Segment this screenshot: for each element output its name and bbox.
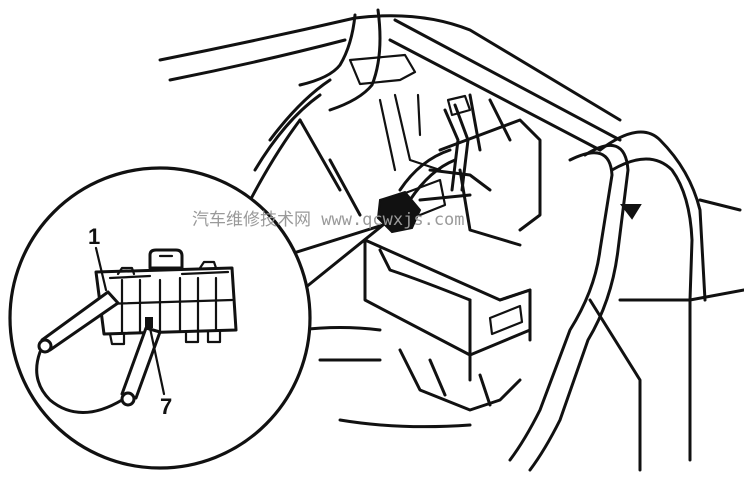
callout-7: 7 [148,326,172,419]
control-unit-box [363,93,542,412]
test-probe-jumper [35,290,162,414]
wiring-harness [376,94,492,234]
trunk-body-outline [158,8,744,472]
watermark-text: 汽车维修技术网 www.qcwxjs.com [192,210,465,230]
detail-leader [263,223,385,302]
callout-1: 1 [88,224,108,292]
callout-1-label: 1 [88,224,100,249]
callout-7-label: 7 [160,394,172,419]
